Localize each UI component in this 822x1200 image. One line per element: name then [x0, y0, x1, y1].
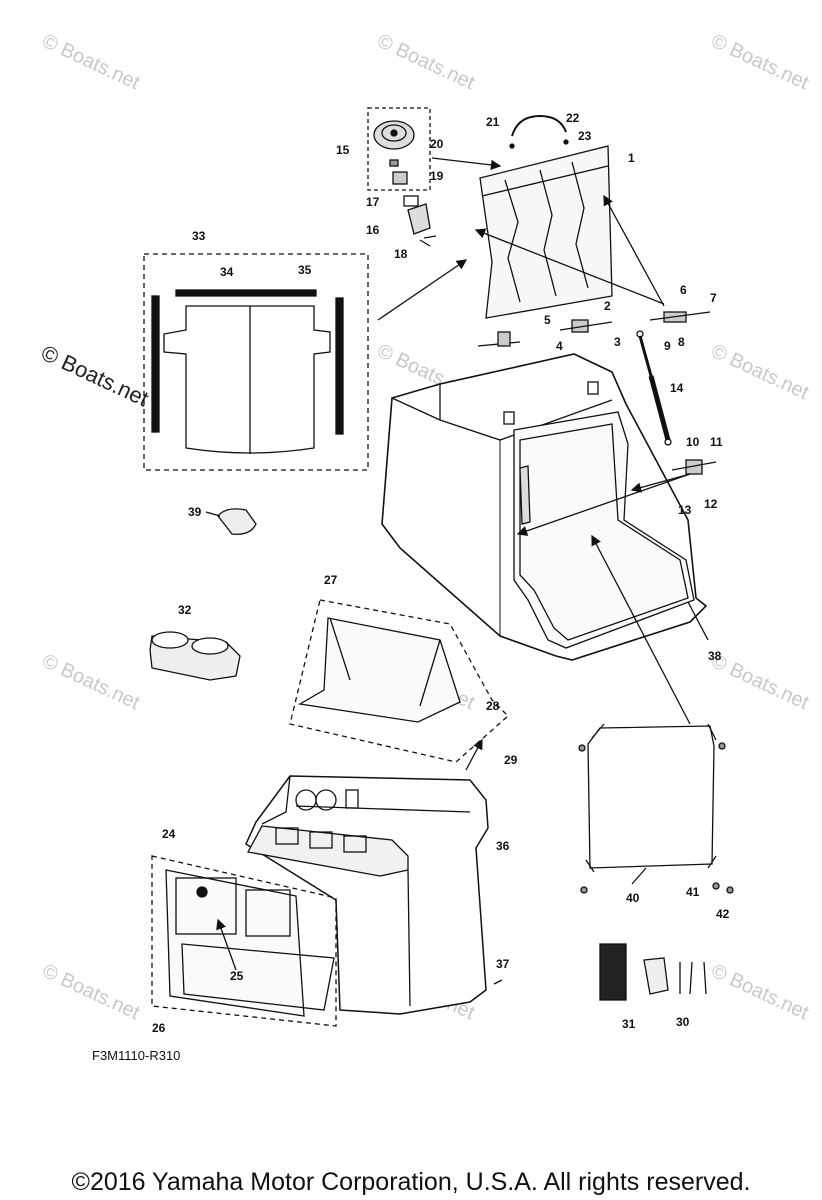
callout-20: 20 — [430, 137, 444, 151]
console-enclosure — [381, 353, 708, 661]
windshield-panel — [479, 145, 613, 319]
callout-37: 37 — [496, 957, 510, 971]
callout-15: 15 — [336, 143, 350, 157]
callout-9: 9 — [664, 339, 671, 353]
callout-34: 34 — [220, 265, 234, 279]
callout-28: 28 — [486, 699, 500, 713]
copyright-notice: ©2016 Yamaha Motor Corporation, U.S.A. A… — [71, 1168, 751, 1196]
callout-36: 36 — [496, 839, 510, 853]
callout-11: 11 — [710, 435, 723, 449]
callout-6: 6 — [680, 283, 687, 297]
callout-29: 29 — [504, 753, 518, 767]
cup-holder — [149, 631, 241, 681]
callout-8: 8 — [678, 335, 685, 349]
callout-16: 16 — [366, 223, 380, 237]
callout-19: 19 — [430, 169, 444, 183]
callout-12: 12 — [704, 497, 718, 511]
callout-30: 30 — [676, 1015, 690, 1029]
grab-handle — [509, 114, 569, 149]
callout-33: 33 — [192, 229, 206, 243]
callout-24: 24 — [162, 827, 176, 841]
handle-assembly — [367, 107, 437, 247]
hinge-hardware — [477, 311, 717, 475]
gas-strut — [636, 330, 672, 446]
callout-13: 13 — [678, 503, 692, 517]
callout-39: 39 — [188, 505, 202, 519]
cover-assembly — [143, 253, 369, 471]
callout-23: 23 — [578, 129, 592, 143]
diagram-code: F3M1110-R310 — [92, 1048, 181, 1063]
callout-26: 26 — [152, 1021, 166, 1035]
callout-38: 38 — [708, 649, 722, 663]
callout-10: 10 — [686, 435, 700, 449]
callout-3: 3 — [614, 335, 621, 349]
callout-25: 25 — [230, 969, 244, 983]
callout-18: 18 — [394, 247, 408, 261]
callout-42: 42 — [716, 907, 730, 921]
callout-14: 14 — [670, 381, 684, 395]
callout-17: 17 — [366, 195, 380, 209]
screw — [493, 979, 503, 985]
manual-and-tools — [599, 943, 707, 1001]
callout-1: 1 — [628, 151, 635, 165]
callout-35: 35 — [298, 263, 312, 277]
callout-5: 5 — [544, 313, 551, 327]
callout-7: 7 — [710, 291, 717, 305]
canvas-cover — [578, 723, 734, 894]
callout-4: 4 — [556, 339, 563, 353]
callout-32: 32 — [178, 603, 192, 617]
access-panel-group — [151, 855, 337, 1027]
small-cap — [205, 508, 257, 535]
callout-2: 2 — [604, 299, 611, 313]
callout-21: 21 — [486, 115, 500, 129]
callout-31: 31 — [622, 1017, 636, 1031]
lower-console — [245, 775, 489, 1015]
callout-40: 40 — [626, 891, 640, 905]
callout-22: 22 — [566, 111, 580, 125]
leader-lines — [216, 157, 709, 971]
callout-41: 41 — [686, 885, 700, 899]
callout-27: 27 — [324, 573, 338, 587]
windscreen-group — [289, 599, 509, 763]
